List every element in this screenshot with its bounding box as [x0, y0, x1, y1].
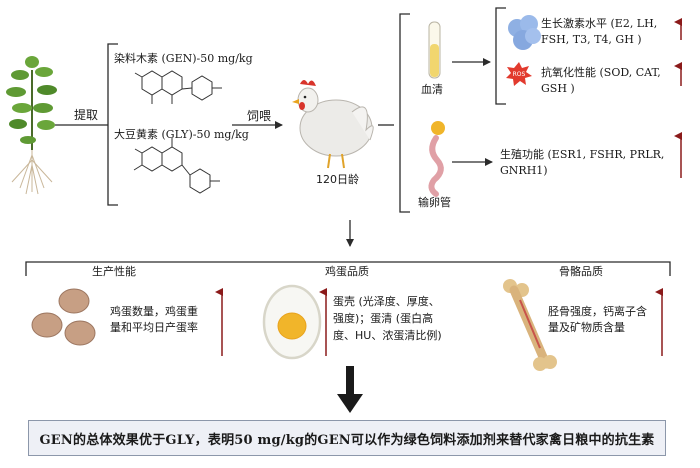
- reproductive-outcome-line1: 生殖功能 (ESR1, FSHR, PRLR,: [500, 148, 665, 161]
- compound-bracket: [107, 43, 118, 206]
- egg-section-icon: [262, 284, 322, 360]
- conclusion-box: GEN的总体效果优于GLY，表明50 mg/kg的GEN可以作为绿色饲料添加剂来…: [28, 420, 666, 456]
- egg-quality-line3: 度、HU、浓蛋清比例): [333, 329, 442, 342]
- soybean-plant-icon: [6, 56, 57, 195]
- oviduct-label: 输卵管: [418, 196, 451, 209]
- extract-label: 提取: [74, 108, 99, 122]
- gen-label: 染料木素 (GEN)-50 mg/kg: [114, 52, 253, 65]
- eggs-icon: [31, 288, 96, 346]
- hen-age-label: 120日龄: [316, 173, 359, 186]
- gly-label: 大豆黄素 (GLY)-50 mg/kg: [114, 128, 249, 141]
- hormone-outcome-line2: FSH, T3, T4, GH ): [541, 33, 642, 46]
- production-line1: 鸡蛋数量，鸡蛋重: [110, 305, 198, 318]
- section-title-bone: 骨骼品质: [559, 265, 603, 278]
- ros-burst-icon: ROS: [506, 62, 532, 86]
- bone-icon: [503, 279, 557, 371]
- feed-label: 饲喂: [247, 109, 272, 123]
- egg-quality-line2: 强度)；蛋清 (蛋白高: [333, 312, 434, 325]
- glycitein-structure-icon: [133, 138, 220, 194]
- ros-label: ROS: [513, 71, 526, 78]
- antioxidant-outcome-line2: GSH ): [541, 82, 575, 95]
- tissue-bracket: [399, 13, 410, 213]
- bone-line1: 胫骨强度，钙离子含: [548, 305, 647, 318]
- conclusion-arrow: [337, 366, 363, 413]
- hen-icon: [292, 80, 374, 169]
- production-line2: 量和平均日产蛋率: [110, 321, 198, 334]
- result-bracket: [25, 261, 671, 276]
- hormone-icon: [508, 15, 541, 50]
- reproductive-outcome-line2: GNRH1): [500, 164, 548, 177]
- egg-quality-line1: 蛋壳 (光泽度、厚度、: [333, 295, 440, 308]
- bone-line2: 量及矿物质含量: [548, 321, 625, 334]
- hormone-outcome-line1: 生长激素水平 (E2, LH,: [541, 17, 658, 30]
- section-title-egg-quality: 鸡蛋品质: [325, 265, 369, 278]
- oviduct-icon: [428, 121, 445, 197]
- genistein-structure-icon: [134, 70, 222, 104]
- serum-label: 血清: [421, 83, 443, 96]
- section-title-production: 生产性能: [92, 265, 136, 278]
- outcome-bracket: [495, 7, 506, 105]
- serum-tube-icon: [428, 21, 441, 79]
- antioxidant-outcome-line1: 抗氧化性能 (SOD, CAT,: [541, 66, 661, 79]
- conclusion-text: GEN的总体效果优于GLY，表明50 mg/kg的GEN可以作为绿色饲料添加剂来…: [39, 432, 655, 448]
